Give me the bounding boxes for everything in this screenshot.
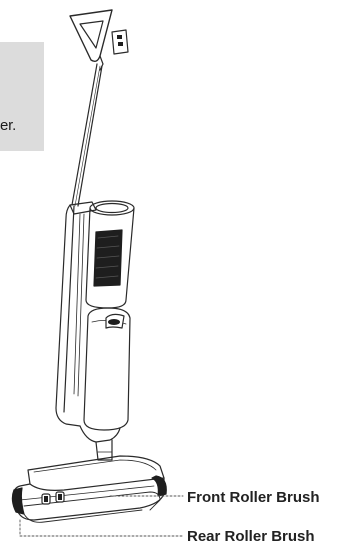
main-body <box>56 201 134 460</box>
handle-grip <box>70 10 128 70</box>
front-roller-brush-label: Front Roller Brush <box>187 489 320 506</box>
handle-pole <box>72 64 102 206</box>
rear-roller-leader <box>20 520 183 536</box>
rear-roller-brush-label: Rear Roller Brush <box>187 528 315 545</box>
floor-head <box>12 456 166 522</box>
